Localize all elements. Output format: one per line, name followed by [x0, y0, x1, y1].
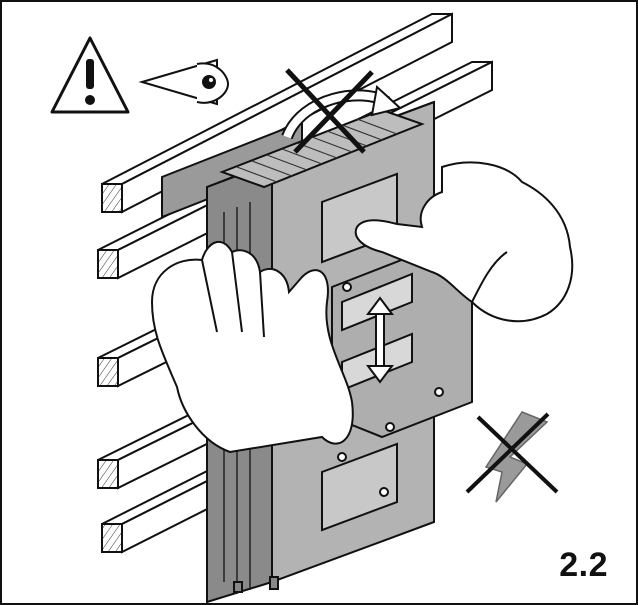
right-hand	[354, 161, 574, 323]
eye-icon	[138, 58, 230, 106]
crossed-out-lightning-icon	[465, 411, 559, 503]
device-body	[161, 100, 473, 603]
warning-triangle-icon	[50, 36, 130, 114]
step-number-label: 2.2	[559, 546, 608, 584]
crossed-out-rotation-arrow	[281, 68, 403, 154]
vertical-double-arrow	[366, 296, 394, 384]
left-hand	[150, 240, 354, 454]
